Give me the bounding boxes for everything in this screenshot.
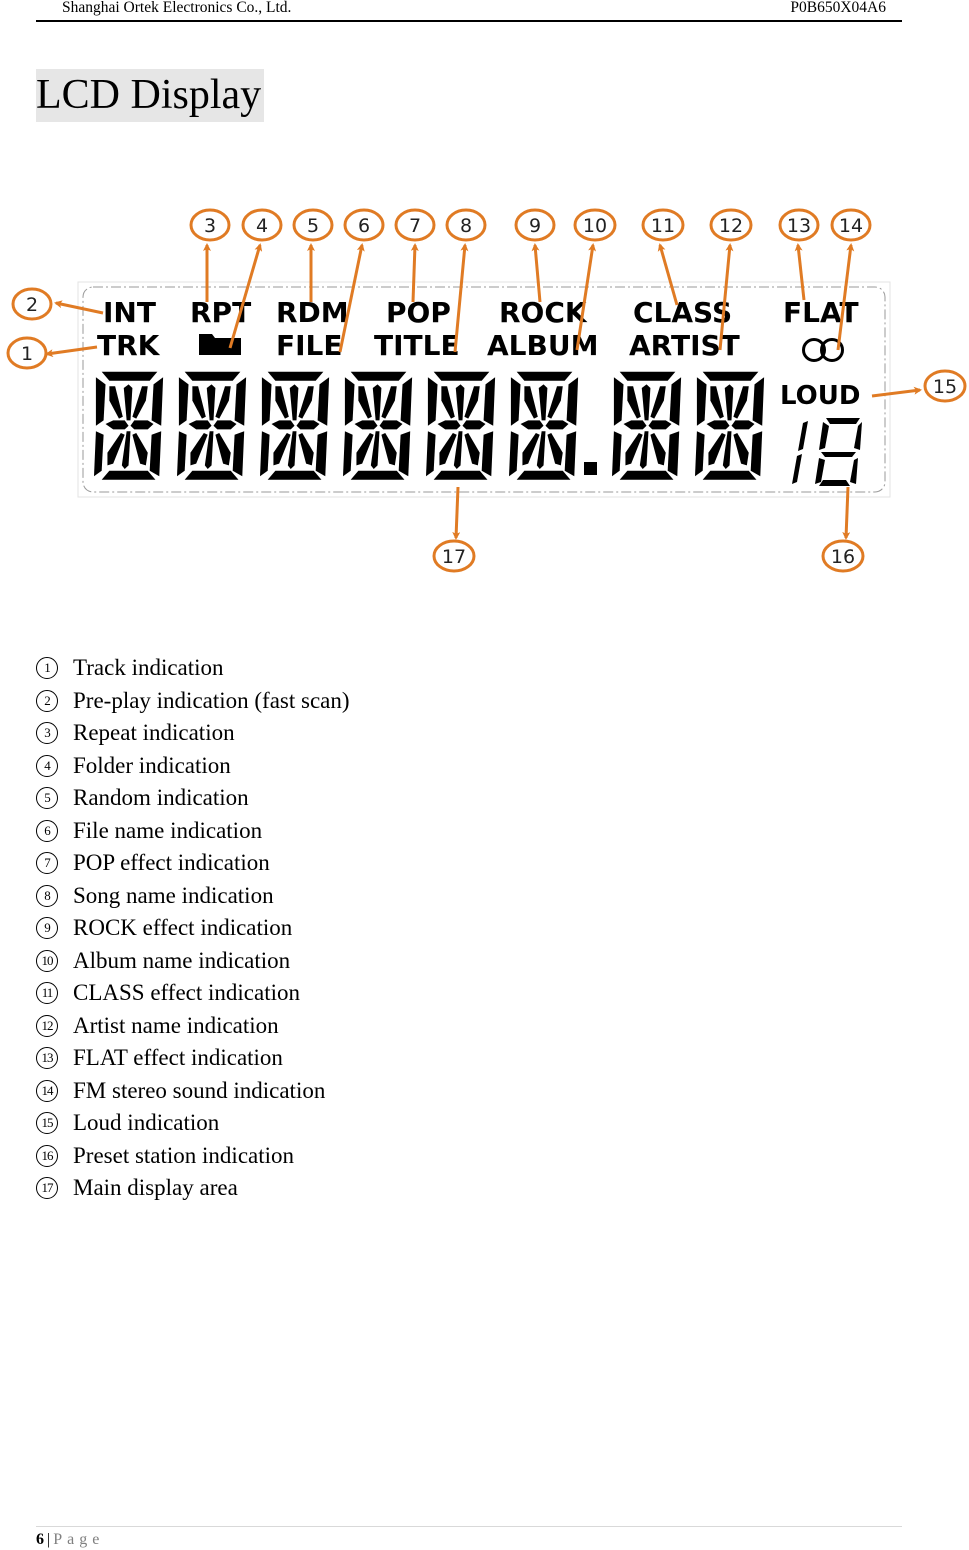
legend-text: Preset station indication: [73, 1142, 295, 1168]
page-word: Page: [53, 1531, 105, 1548]
page-header: Shanghai Ortek Electronics Co., Ltd. P0B…: [36, 0, 902, 22]
number-badge: 3: [36, 722, 58, 745]
footer-separator: |: [47, 1531, 51, 1548]
list-item: 15 Loud indication: [36, 1107, 350, 1140]
list-item: 16 Preset station indication: [36, 1140, 350, 1173]
legend-text: Folder indication: [73, 752, 231, 778]
callout-16: 16: [831, 546, 855, 568]
list-item: 12 Artist name indication: [36, 1010, 350, 1043]
callout-5: 5: [307, 215, 319, 237]
page-indicator: 6|Page: [36, 1531, 104, 1549]
lcd-label-pop: POP: [386, 296, 451, 329]
legend-text: Loud indication: [73, 1110, 220, 1136]
callout-15: 15: [933, 376, 957, 398]
lcd-label-title: TITLE: [374, 329, 460, 362]
legend-text: Main display area: [73, 1175, 238, 1201]
list-item: 2 Pre-play indication (fast scan): [36, 685, 350, 718]
list-item: 13 FLAT effect indication: [36, 1042, 350, 1075]
legend-text: FLAT effect indication: [73, 1045, 283, 1071]
legend-text: Artist name indication: [73, 1012, 279, 1038]
page-number: 6: [36, 1531, 44, 1548]
lcd-label-album: ALBUM: [487, 329, 598, 362]
callout-7: 7: [409, 215, 421, 237]
number-badge: 11: [36, 982, 58, 1005]
legend-text: Track indication: [73, 655, 224, 681]
list-item: 1 Track indication: [36, 652, 350, 685]
document-id: P0B650X04A6: [790, 0, 886, 16]
callout-14: 14: [839, 215, 863, 237]
number-badge: 1: [36, 657, 58, 680]
main-display-area: [94, 371, 765, 480]
number-badge: 2: [36, 689, 58, 712]
number-badge: 16: [36, 1144, 58, 1167]
lcd-label-loud: LOUD: [780, 381, 860, 411]
number-badge: 9: [36, 917, 58, 940]
list-item: 17 Main display area: [36, 1172, 350, 1205]
lcd-label-artist: ARTIST: [629, 329, 740, 362]
lcd-label-trk: TRK: [97, 329, 161, 362]
lcd-label-file: FILE: [276, 329, 343, 362]
callout-4: 4: [256, 215, 268, 237]
list-item: 4 Folder indication: [36, 750, 350, 783]
page-footer: 6|Page: [36, 1526, 902, 1548]
lcd-label-int: INT: [103, 296, 156, 329]
lcd-diagram-svg: INT RPT RDM POP ROCK CLASS FLAT TRK FILE…: [6, 208, 967, 573]
list-item: 10 Album name indication: [36, 945, 350, 978]
lcd-label-rock: ROCK: [499, 296, 588, 329]
stereo-icon: [802, 338, 844, 362]
preset-display: [792, 418, 862, 486]
callout-2: 2: [26, 294, 38, 316]
number-badge: 15: [36, 1112, 58, 1135]
callout-13: 13: [787, 215, 811, 237]
legend-text: File name indication: [73, 817, 263, 843]
legend-text: Pre-play indication (fast scan): [73, 687, 350, 713]
number-badge: 14: [36, 1079, 58, 1102]
company-name: Shanghai Ortek Electronics Co., Ltd.: [62, 0, 292, 16]
legend-text: Song name indication: [73, 882, 274, 908]
list-item: 6 File name indication: [36, 815, 350, 848]
lcd-label-class: CLASS: [633, 296, 732, 329]
legend-text: Album name indication: [73, 947, 291, 973]
callout-1: 1: [21, 343, 33, 365]
legend-text: Random indication: [73, 785, 249, 811]
number-badge: 5: [36, 787, 58, 810]
callout-12: 12: [719, 215, 743, 237]
number-badge: 12: [36, 1014, 58, 1037]
list-item: 3 Repeat indication: [36, 717, 350, 750]
callout-9: 9: [529, 215, 541, 237]
callout-8: 8: [460, 215, 472, 237]
decimal-point: [584, 462, 597, 475]
list-item: 8 Song name indication: [36, 880, 350, 913]
callout-circles: [6, 208, 967, 573]
list-item: 5 Random indication: [36, 782, 350, 815]
folder-icon: [199, 334, 241, 355]
list-item: 9 ROCK effect indication: [36, 912, 350, 945]
list-item: 11 CLASS effect indication: [36, 977, 350, 1010]
legend-text: POP effect indication: [73, 850, 270, 876]
number-badge: 4: [36, 754, 58, 777]
number-badge: 17: [36, 1177, 58, 1200]
lcd-diagram: INT RPT RDM POP ROCK CLASS FLAT TRK FILE…: [0, 195, 969, 585]
legend-text: Repeat indication: [73, 720, 235, 746]
callout-10: 10: [583, 215, 607, 237]
list-item: 7 POP effect indication: [36, 847, 350, 880]
lcd-label-rpt: RPT: [190, 296, 251, 329]
legend-text: CLASS effect indication: [73, 980, 300, 1006]
number-badge: 13: [36, 1047, 58, 1070]
legend-list: 1 Track indication 2 Pre-play indication (…: [36, 652, 350, 1205]
callout-3: 3: [204, 215, 216, 237]
lcd-label-flat: FLAT: [783, 296, 859, 329]
legend-text: ROCK effect indication: [73, 915, 293, 941]
number-badge: 10: [36, 949, 58, 972]
legend-text: FM stereo sound indication: [73, 1077, 326, 1103]
callout-11: 11: [651, 215, 675, 237]
number-badge: 6: [36, 819, 58, 842]
section-title: LCD Display: [36, 69, 265, 122]
number-badge: 7: [36, 852, 58, 875]
callout-6: 6: [358, 215, 370, 237]
list-item: 14 FM stereo sound indication: [36, 1075, 350, 1108]
number-badge: 8: [36, 884, 58, 907]
callout-17: 17: [442, 546, 466, 568]
